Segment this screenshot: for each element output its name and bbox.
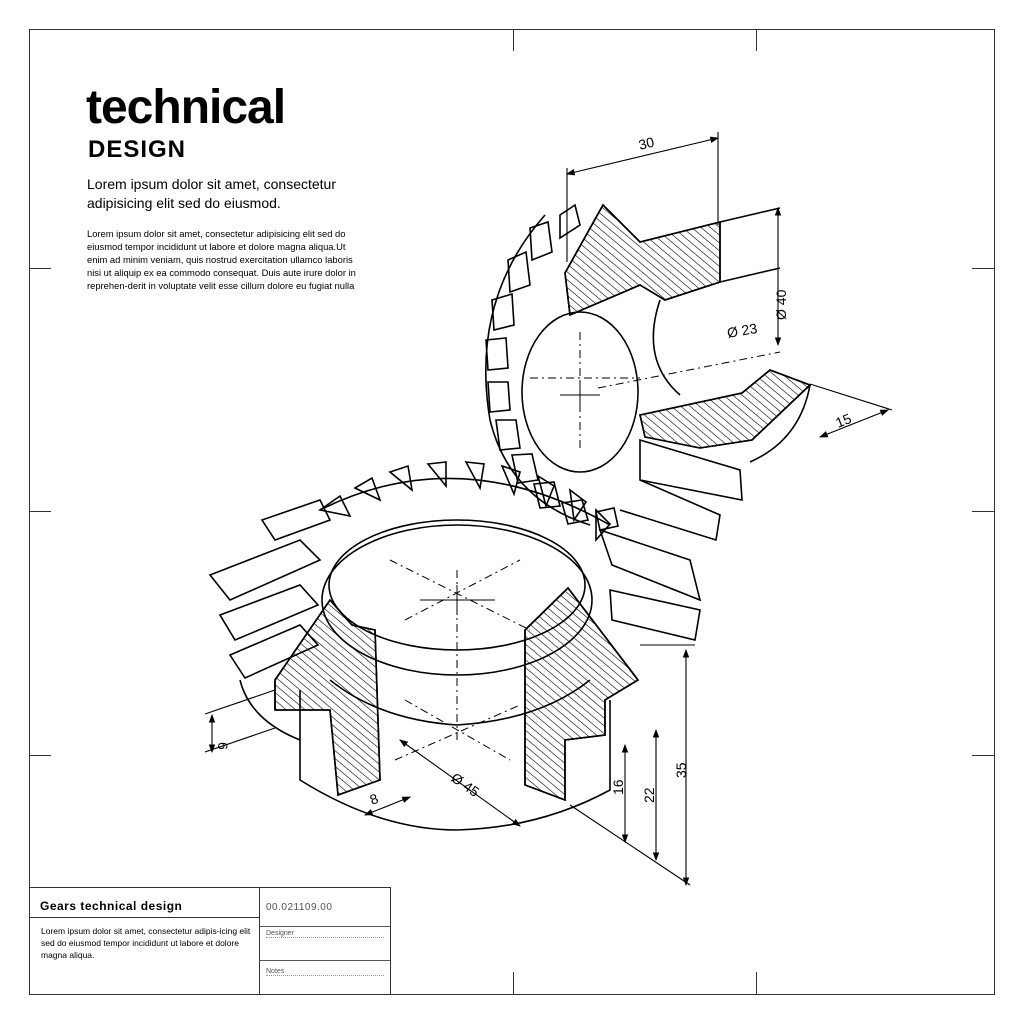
frame-tick-right-1 (972, 268, 995, 269)
drawing-frame (29, 29, 995, 995)
page-subtitle: DESIGN (88, 136, 187, 163)
body-paragraph: Lorem ipsum dolor sit amet, consectetur … (87, 228, 356, 291)
frame-tick-top (513, 29, 514, 51)
dim-8: 8 (368, 790, 381, 808)
title-block-divider-3 (259, 960, 390, 961)
title-block-divider-2 (259, 926, 390, 927)
frame-tick-right-2 (972, 511, 995, 512)
page-title: technical (86, 81, 286, 134)
notes-field[interactable]: Notes (266, 968, 384, 976)
dim-d40: Ø 40 (773, 289, 789, 320)
dim-35: 35 (673, 762, 689, 778)
frame-tick-bottom (513, 972, 514, 995)
frame-tick-bottom-2 (756, 972, 757, 995)
drawing-code: 00.021109.00 (266, 902, 333, 913)
designer-field[interactable]: Designer (266, 930, 384, 938)
title-block: Gears technical design Lorem ipsum dolor… (29, 887, 391, 995)
title-block-title: Gears technical design (40, 899, 183, 913)
frame-tick-left-1 (29, 268, 51, 269)
dim-15: 15 (833, 410, 854, 431)
dim-6: 6 (215, 742, 231, 750)
frame-tick-left-3 (29, 755, 51, 756)
lead-paragraph: Lorem ipsum dolor sit amet, consectetur … (87, 176, 336, 211)
frame-tick-right-3 (972, 755, 995, 756)
frame-tick-top-2 (756, 29, 757, 51)
small-gear (485, 203, 812, 542)
dim-16: 16 (610, 779, 626, 795)
dim-d23: Ø 23 (726, 320, 759, 341)
title-block-divider (30, 917, 259, 918)
dimension-lines (204, 132, 893, 887)
large-gear (208, 461, 702, 831)
dim-22: 22 (641, 787, 657, 803)
title-block-column-divider (259, 888, 260, 994)
frame-tick-left-2 (29, 511, 51, 512)
dim-30: 30 (637, 134, 656, 153)
title-block-description: Lorem ipsum dolor sit amet, consectetur … (41, 926, 251, 960)
